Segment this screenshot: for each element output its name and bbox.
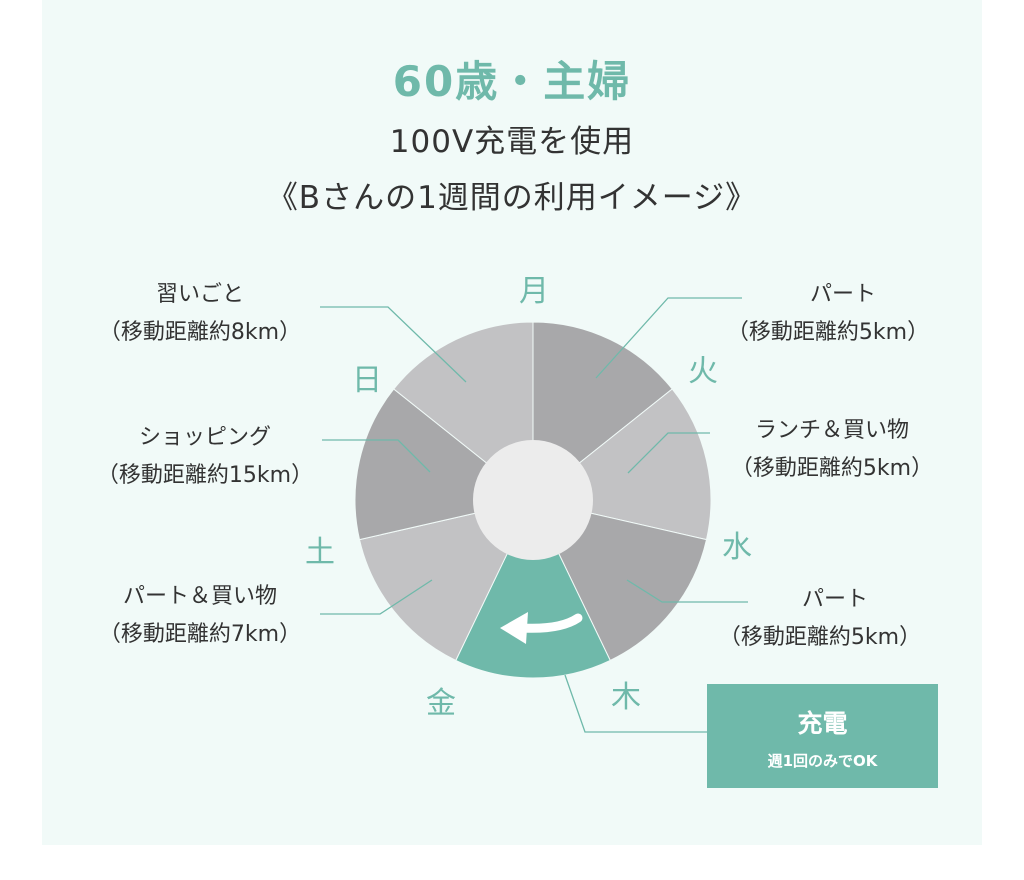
- activity-fri-distance: （移動距離約7km）: [98, 622, 302, 647]
- activity-wed: パート （移動距離約5km）: [700, 581, 940, 657]
- activity-mon-label: パート: [809, 282, 876, 307]
- activity-mon: パート （移動距離約5km）: [708, 276, 948, 352]
- activity-sat-distance: （移動距離約15km）: [96, 463, 314, 488]
- day-label-tue: 火: [688, 354, 718, 389]
- day-label-sat: 土: [305, 535, 335, 570]
- leader-line-sun: [320, 306, 467, 383]
- activity-sun: 習いごと （移動距離約8km）: [80, 276, 320, 352]
- page-title: 60歳・主婦: [392, 57, 632, 106]
- return-arrow-icon: [500, 612, 583, 644]
- leader-line-charge: [564, 674, 707, 733]
- day-label-fri: 金: [426, 686, 456, 721]
- activity-tue: ランチ＆買い物 （移動距離約5km）: [712, 412, 952, 488]
- charge-callout: 充電 週1回のみでOK: [707, 684, 938, 788]
- charge-note: 週1回のみでOK: [767, 752, 878, 770]
- day-label-mon: 月: [519, 274, 549, 309]
- leader-line-tue: [627, 432, 710, 474]
- leader-line-mon: [595, 297, 742, 379]
- leader-line-sat: [322, 439, 431, 473]
- activity-fri-label: パート＆買い物: [122, 584, 277, 609]
- activity-tue-label: ランチ＆買い物: [754, 418, 909, 443]
- wheel-segment-thu: [455, 498, 611, 679]
- activity-sun-label: 習いごと: [155, 282, 244, 307]
- activity-sat-label: ショッピング: [138, 425, 271, 450]
- day-label-sun: 日: [352, 363, 382, 398]
- charge-title: 充電: [797, 709, 848, 738]
- leader-line-wed: [626, 579, 748, 603]
- activity-wed-label: パート: [801, 587, 868, 612]
- activity-mon-distance: （移動距離約5km）: [726, 320, 930, 345]
- activity-wed-distance: （移動距離約5km）: [718, 625, 922, 650]
- page-caption: 《Bさんの1週間の利用イメージ》: [266, 180, 758, 216]
- day-label-wed: 水: [722, 530, 752, 565]
- wheel-center: [473, 440, 593, 560]
- activity-tue-distance: （移動距離約5km）: [730, 456, 934, 481]
- activity-fri: パート＆買い物 （移動距離約7km）: [80, 578, 320, 654]
- day-label-thu: 木: [611, 680, 641, 715]
- activity-sun-distance: （移動距離約8km）: [98, 320, 302, 345]
- activity-sat: ショッピング （移動距離約15km）: [80, 419, 330, 495]
- page-subtitle: 100V充電を使用: [389, 124, 635, 160]
- leader-line-fri: [320, 579, 433, 615]
